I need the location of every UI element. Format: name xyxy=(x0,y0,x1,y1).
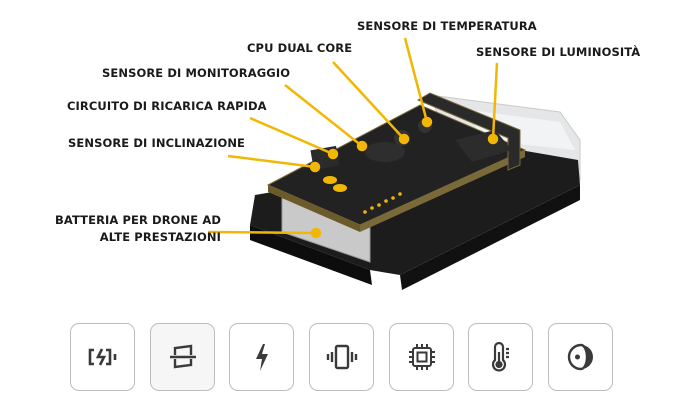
level-scan-icon xyxy=(169,344,196,369)
label-temperature-sensor: SENSORE DI TEMPERATURA xyxy=(357,19,537,33)
label-cpu: CPU DUAL CORE xyxy=(247,41,353,55)
cpu-chip-icon-tile[interactable] xyxy=(389,323,454,391)
lightning-icon xyxy=(255,344,268,371)
battery-charging-icon xyxy=(88,348,116,366)
vibration-icon xyxy=(326,344,357,370)
label-battery-line2: ALTE PRESTAZIONI xyxy=(99,230,221,244)
light-sensor-icon xyxy=(567,343,593,371)
label-battery-line1: BATTERIA PER DRONE AD xyxy=(55,213,221,227)
lightning-icon-tile[interactable] xyxy=(229,323,294,391)
label-light-sensor: SENSORE DI LUMINOSITÀ xyxy=(476,45,641,59)
label-tilt-sensor: SENSORE DI INCLINAZIONE xyxy=(68,136,246,150)
label-battery: BATTERIA PER DRONE AD ALTE PRESTAZIONI xyxy=(55,212,221,246)
cpu-chip-icon xyxy=(408,344,435,370)
light-sensor-icon-tile[interactable] xyxy=(548,323,613,391)
level-scan-icon-tile[interactable] xyxy=(150,323,215,391)
thermometer-icon-tile[interactable] xyxy=(468,323,533,391)
thermometer-icon xyxy=(491,341,509,372)
vibration-icon-tile[interactable] xyxy=(309,323,374,391)
label-monitoring-sensor: SENSORE DI MONITORAGGIO xyxy=(102,66,291,80)
label-fast-charge: CIRCUITO DI RICARICA RAPIDA xyxy=(67,99,267,113)
battery-charging-icon-tile[interactable] xyxy=(70,323,135,391)
